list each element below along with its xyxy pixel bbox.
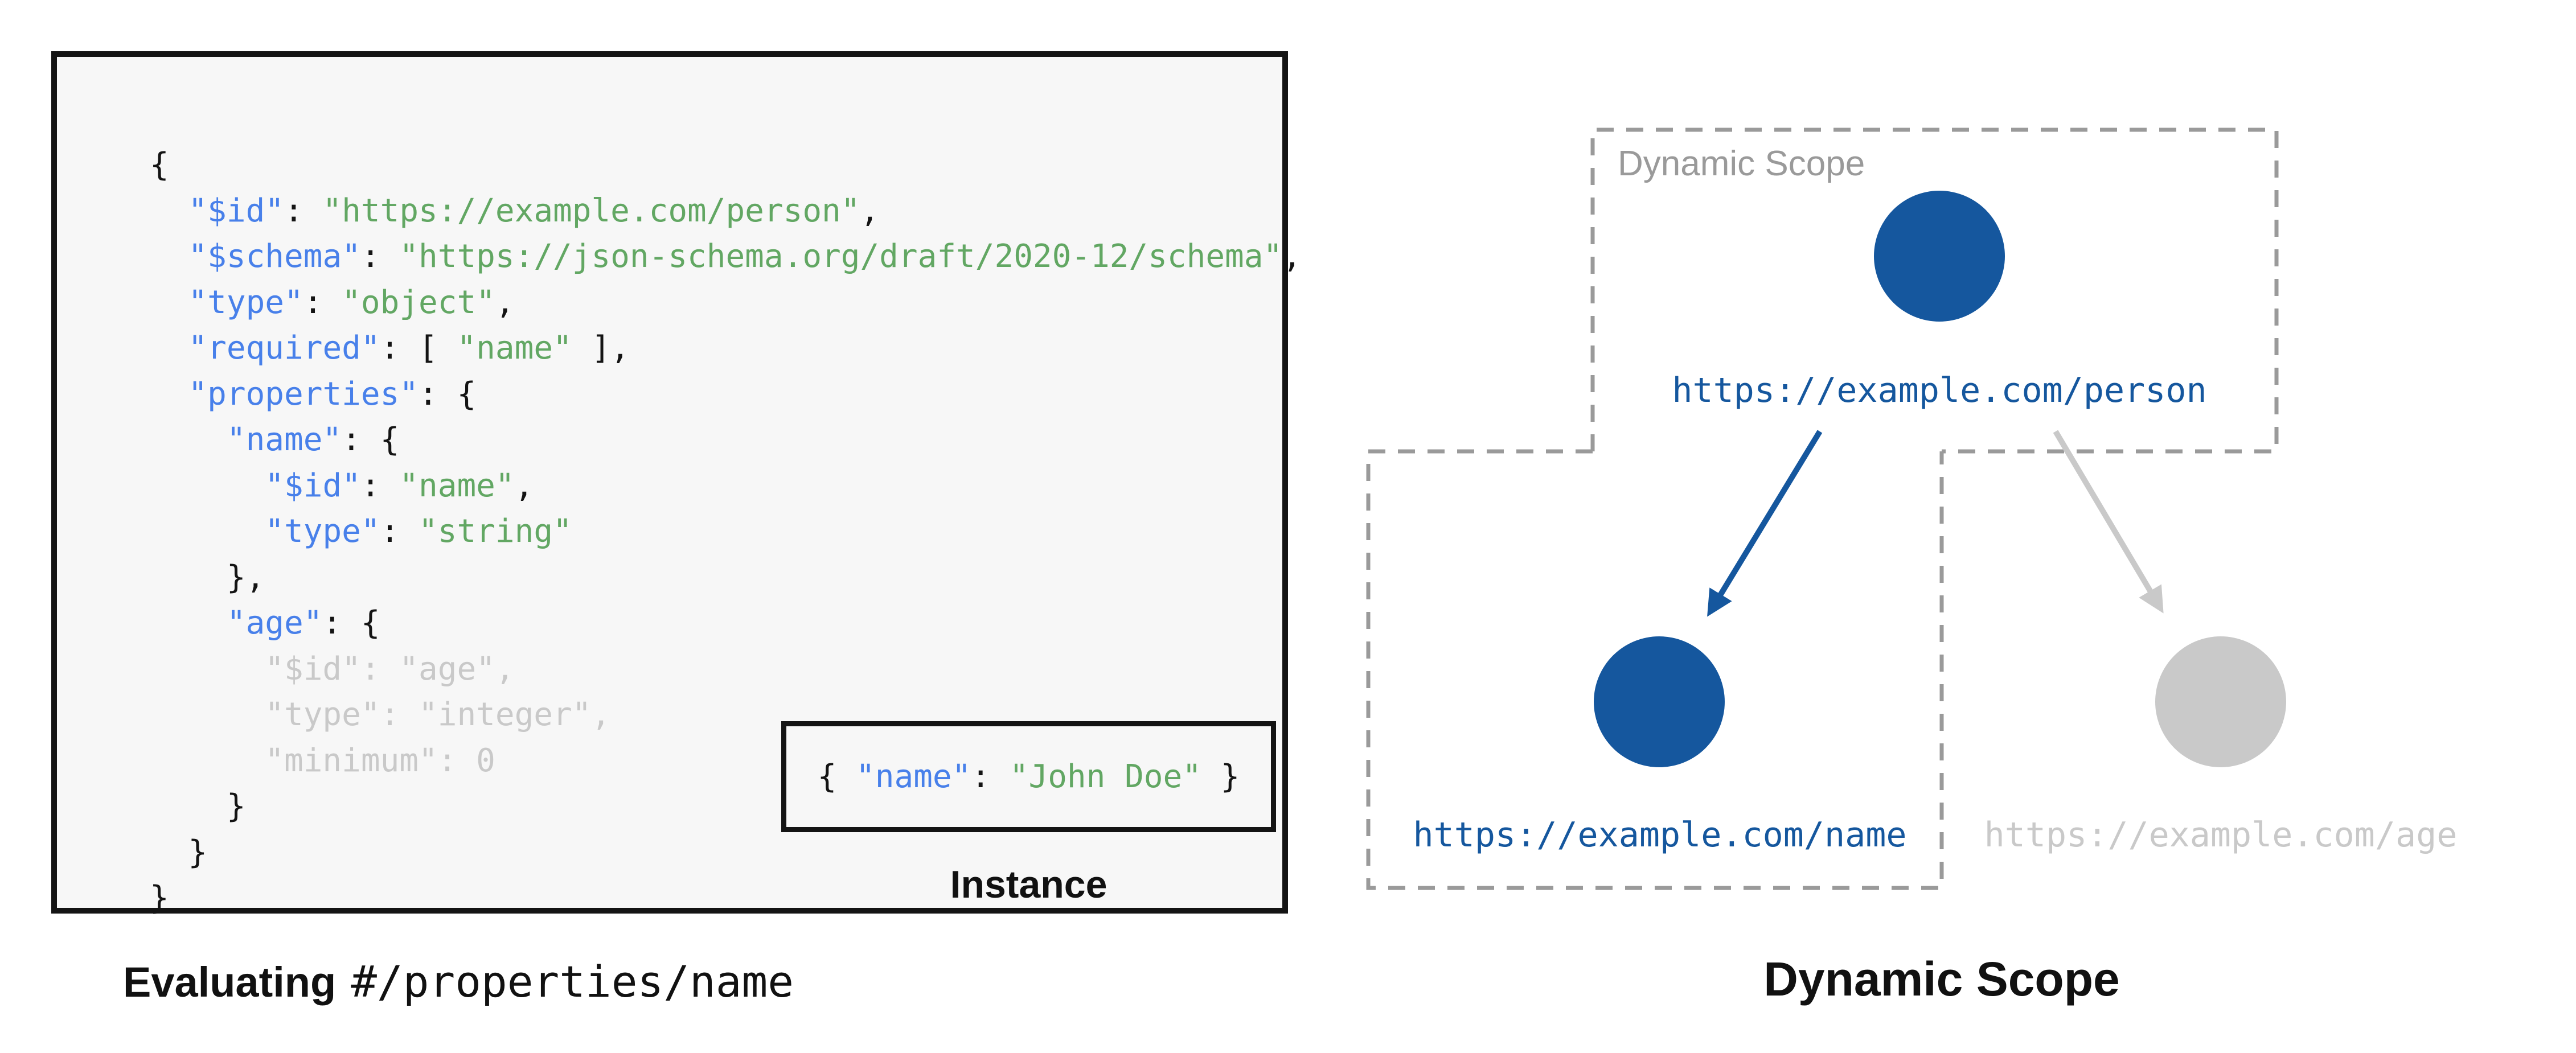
schema-code: { "$id": "https://example.com/person", "… [150,142,1302,922]
age-node [2155,636,2286,767]
code-line: }, [150,558,265,596]
age-node-label: https://example.com/age [1984,815,2458,855]
code-line: "minimum": 0 [150,742,495,779]
code-line: "type": "integer", [150,696,611,733]
evaluating-caption-pointer: #/properties/name [351,956,794,1007]
person-to-name-arrow [1707,430,1823,617]
dynamic-scope-caption: Dynamic Scope [1763,952,2120,1006]
evaluating-caption-bold: Evaluating [123,959,337,1006]
name-node [1594,636,1725,767]
code-line: "type": "string" [265,513,572,550]
scope-box-label: Dynamic Scope [1618,144,1865,183]
person-to-age-arrow [2053,430,2164,614]
schema-panel: { "$id": "https://example.com/person", "… [51,51,1302,916]
instance-label: Instance [950,863,1107,906]
code-line: "$id": "name", [265,467,534,504]
scope-box-lower-outline [1366,449,1944,890]
instance-box: { "name": "John Doe" } [781,721,1276,832]
code-line: "properties": { [188,375,477,413]
evaluating-caption: Evaluating #/properties/name [123,956,794,1007]
person-node-label: https://example.com/person [1672,371,2207,410]
code-line: "required": [ "name" ], [188,330,630,367]
code-line: "name": { [226,421,400,458]
code-line: "$id": "https://example.com/person", [188,192,880,229]
code-line: { [150,146,169,183]
code-line: "age": { [226,604,380,641]
code-line: } [150,788,246,825]
code-line: "type": "object", [188,283,515,321]
code-line: } [150,833,208,871]
code-line: } [150,879,169,916]
instance-code: { "name": "John Doe" } [817,758,1240,795]
code-line: "$schema": "https://json-schema.org/draf… [188,238,1302,275]
scope-box-top-outline [1590,127,2279,454]
name-node-label: https://example.com/name [1413,815,1907,855]
code-line: "$id": "age", [150,650,515,688]
person-node [1874,191,2005,322]
